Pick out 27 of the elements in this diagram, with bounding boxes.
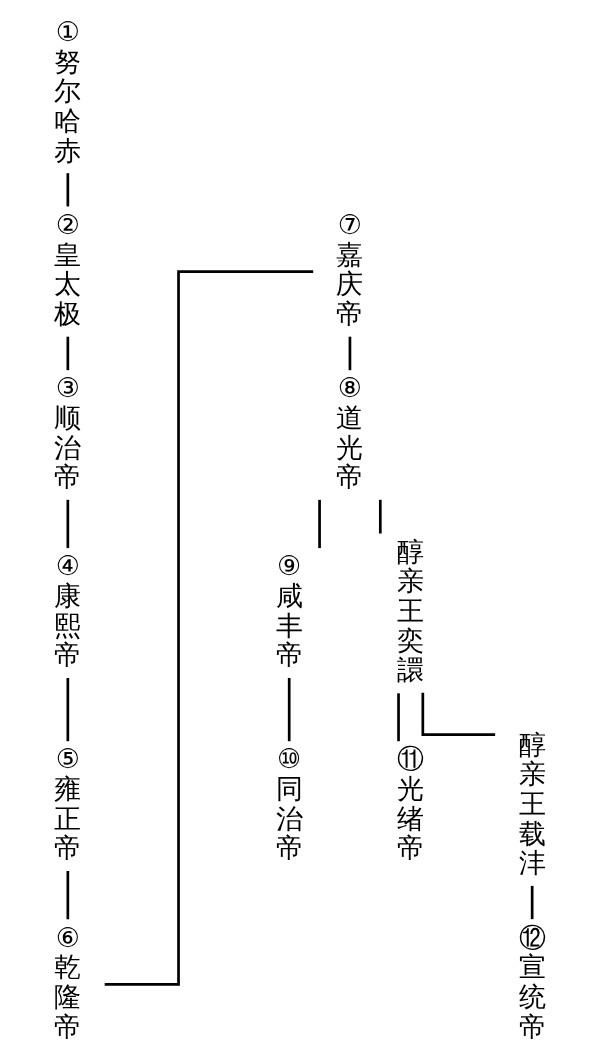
connector (318, 499, 321, 549)
node-text: ⑪光绪帝 (397, 743, 425, 864)
connector (287, 677, 291, 742)
node-text: ①努尔哈赤 (54, 15, 82, 166)
connector (66, 336, 70, 371)
connector (66, 871, 70, 920)
node-text: 醇亲王载沣 (518, 728, 546, 879)
node-text: ⑨咸丰帝 (275, 550, 303, 671)
connector (66, 173, 70, 207)
node-text: 醇亲王奕譞 (397, 535, 425, 686)
node-text: ⑤雍正帝 (54, 743, 82, 864)
node-text: ⑧道光帝 (336, 372, 364, 493)
connector (530, 885, 534, 920)
connector (378, 499, 382, 534)
node-text: ⑫宣统帝 (518, 921, 546, 1042)
node-text: ③顺治帝 (54, 372, 82, 493)
connector (104, 270, 314, 986)
connector (66, 499, 70, 549)
node-text: ⑩同治帝 (275, 743, 303, 864)
node-text: ④康熙帝 (54, 550, 82, 671)
connector (348, 336, 352, 371)
connector (397, 693, 400, 742)
node-text: ⑥乾隆帝 (54, 921, 82, 1042)
connector (421, 692, 496, 736)
node-text: ②皇太极 (54, 208, 82, 329)
node-text: ⑦嘉庆帝 (336, 208, 364, 329)
connector (66, 677, 70, 742)
